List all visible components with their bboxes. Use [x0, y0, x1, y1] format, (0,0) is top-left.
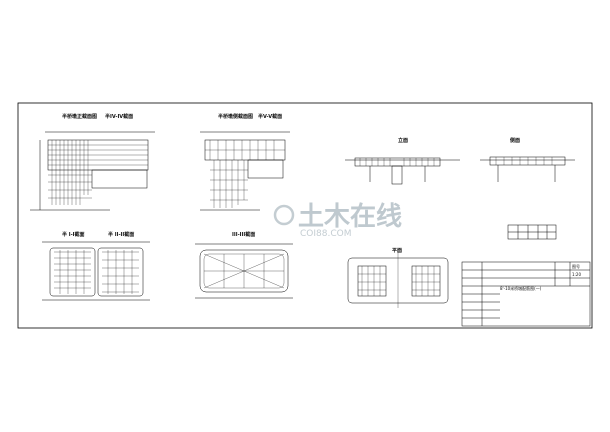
watermark: 土木在线 COI88.COM — [273, 202, 402, 239]
title-block — [461, 261, 591, 327]
watermark-text: 土木在线 — [298, 202, 402, 232]
view7-title: 平面 — [392, 247, 402, 254]
watermark-logo-icon — [273, 204, 295, 226]
view-section-I-II — [42, 241, 150, 301]
view-pier-side-section — [200, 131, 290, 211]
watermark-subtext: COI88.COM — [300, 229, 351, 239]
view-elevation — [345, 157, 460, 185]
view-pier-front-section — [30, 131, 155, 211]
view1-title: 半桥墩正截面图 — [62, 113, 97, 120]
sheet-border — [17, 102, 593, 329]
view3-title: 立面 — [398, 137, 408, 144]
sheet-number-label: 图号 — [572, 263, 580, 269]
view2-title: 半桥墩侧截面图 — [218, 113, 253, 120]
view-plan — [347, 252, 449, 308]
view-side — [480, 156, 575, 240]
sheet-scale: 1:20 — [572, 272, 581, 277]
sheet-title: 8'-10米桥墩配筋图(一) — [500, 285, 542, 291]
view4-title: 侧面 — [510, 137, 520, 144]
view5-title-a: 半 I-I截面 — [62, 231, 85, 238]
view5-title-b: 半 II-II截面 — [108, 231, 134, 238]
view6-title: III-III截面 — [232, 231, 255, 238]
view1-subtitle: 半IV-IV截面 — [105, 113, 133, 120]
view-section-III — [195, 243, 293, 299]
view2-subtitle: 半V-V截面 — [258, 113, 282, 120]
